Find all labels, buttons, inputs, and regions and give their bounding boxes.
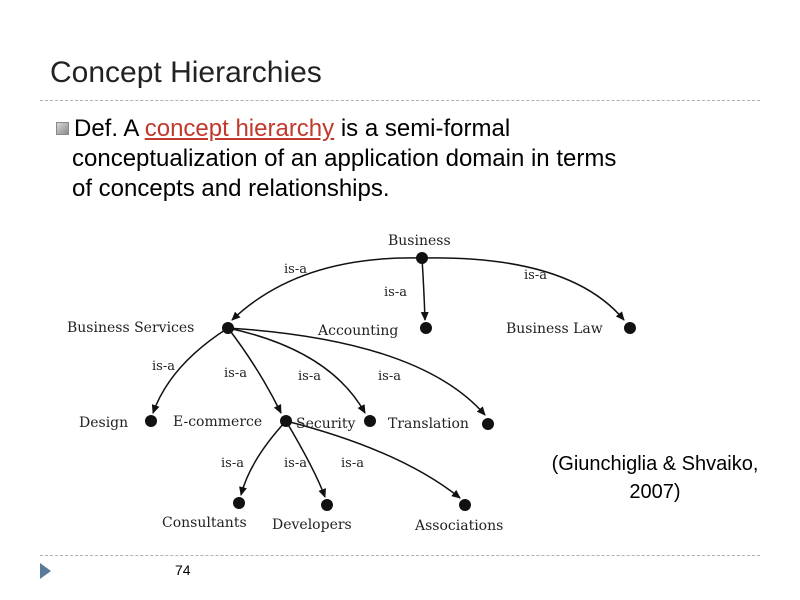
edge-label-is-a: is-a (152, 359, 175, 374)
edge-label-is-a: is-a (224, 366, 247, 381)
edge-label-is-a: is-a (221, 456, 244, 471)
definition-lead: Def. A (74, 115, 145, 142)
definition-line-1: Def. A concept hierarchy is a semi-forma… (74, 114, 762, 144)
node-label-business-services: Business Services (67, 320, 194, 336)
definition-line-2: conceptualization of an application doma… (72, 145, 617, 172)
edge-business-services-translation (227, 327, 486, 416)
slide-title: Concept Hierarchies (50, 56, 322, 89)
edge-business-accounting (420, 257, 429, 321)
bullet-icon (56, 122, 69, 135)
node-label-consultants: Consultants (162, 515, 247, 531)
node-label-design: Design (79, 415, 128, 431)
citation-line-1: (Giunchiglia & Shvaiko, (551, 453, 759, 475)
node-label-translation: Translation (388, 416, 469, 432)
edge-label-is-a: is-a (284, 456, 307, 471)
edge-business-business-law (421, 257, 625, 321)
node-label-ecommerce: E-commerce (173, 414, 262, 430)
title-divider (40, 100, 760, 101)
node-dot-business-services (222, 322, 234, 334)
edge-label-is-a: is-a (384, 285, 407, 300)
edge-label-is-a: is-a (524, 268, 547, 283)
edge-label-is-a: is-a (284, 262, 307, 277)
node-dot-design (145, 415, 157, 427)
edge-ecommerce-consultants (239, 420, 287, 496)
edge-business-business-services (231, 257, 423, 321)
node-dot-business (416, 252, 428, 264)
node-label-security: Security (296, 416, 356, 432)
edge-label-is-a: is-a (341, 456, 364, 471)
definition-term: concept hierarchy (144, 115, 335, 142)
node-dot-associations (459, 499, 471, 511)
node-dot-security (364, 415, 376, 427)
node-label-associations: Associations (414, 518, 503, 534)
node-dot-translation (482, 418, 494, 430)
footer-arrow-icon (40, 563, 51, 579)
edge-label-is-a: is-a (378, 369, 401, 384)
edge-ecommerce-associations (285, 420, 461, 499)
node-dot-consultants (233, 497, 245, 509)
node-dot-ecommerce (280, 415, 292, 427)
node-label-accounting: Accounting (317, 323, 398, 339)
node-dot-developers (321, 499, 333, 511)
edge-label-is-a: is-a (298, 369, 321, 384)
edge-business-services-security (227, 327, 366, 414)
node-label-developers: Developers (272, 517, 352, 533)
edge-business-services-ecommerce (227, 327, 282, 414)
definition-rest: is a semi-formal (334, 115, 511, 142)
page-number: 74 (175, 562, 191, 578)
citation-line-2: 2007) (629, 481, 681, 503)
edge-business-services-design (151, 327, 229, 414)
footer-divider (40, 555, 760, 556)
definition-text: Def. A concept hierarchy is a semi-forma… (72, 114, 762, 204)
node-dot-accounting (420, 322, 432, 334)
node-label-business-law: Business Law (506, 321, 603, 337)
node-label-business: Business (388, 233, 451, 249)
definition-line-3: of concepts and relationships. (72, 175, 390, 202)
node-dot-business-law (624, 322, 636, 334)
edge-ecommerce-developers (285, 420, 326, 498)
citation: (Giunchiglia & Shvaiko, 2007) (520, 450, 790, 506)
